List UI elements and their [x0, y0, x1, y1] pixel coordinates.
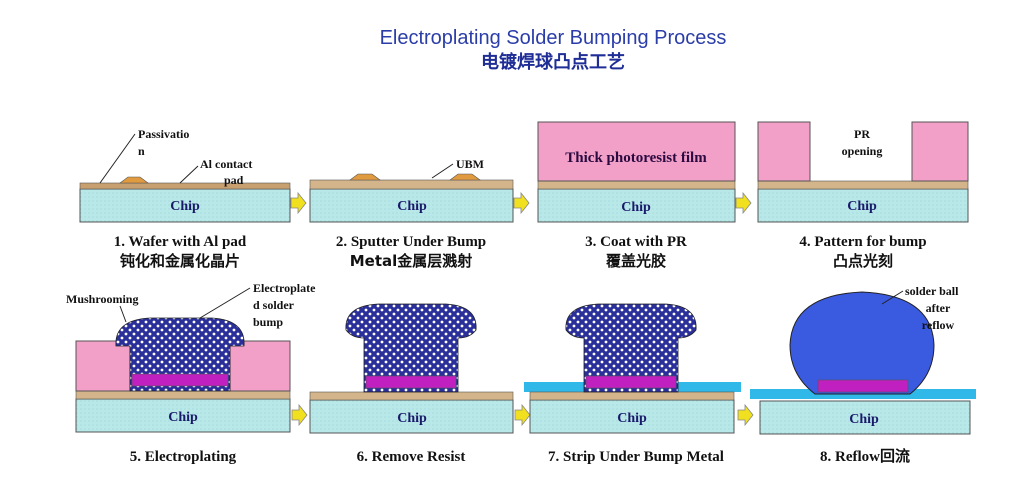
photoresist-block	[757, 121, 811, 182]
label-solder-ball: solder ball	[905, 284, 959, 298]
solder-ball	[789, 291, 935, 395]
step-6-panel: Chip 6. Remove Resist	[309, 303, 531, 465]
solder-bump	[565, 303, 697, 393]
step-caption: 6. Remove Resist	[357, 449, 466, 465]
arrow-right-icon	[290, 191, 307, 215]
step-5-panel: Chip Mushrooming Electroplate d solder b…	[66, 281, 316, 465]
arrow-right-icon	[513, 191, 530, 215]
label-electroplated-3: bump	[253, 315, 283, 329]
step-1-panel: Chip Passivatio n Al contact pad 1. Wafe…	[79, 127, 307, 270]
label-ubm: UBM	[456, 157, 484, 171]
metal-layer	[529, 391, 735, 401]
arrow-right-icon	[735, 191, 752, 215]
photoresist-block	[75, 340, 131, 392]
al-pad	[349, 173, 381, 181]
label-electroplated-2: d solder	[253, 298, 295, 312]
magenta-pad	[131, 373, 229, 387]
step-caption: 4. Pattern for bump	[799, 234, 926, 250]
metal-layer	[75, 390, 291, 400]
leader-line	[179, 165, 199, 184]
chip-block	[757, 188, 969, 223]
step-caption: 2. Sputter Under Bump	[336, 234, 486, 250]
label-electroplated: Electroplate	[253, 281, 316, 295]
label-al-contact-2: pad	[224, 173, 244, 187]
chip-label: Chip	[168, 410, 198, 425]
metal-layer	[309, 179, 514, 190]
metal-layer	[537, 180, 736, 190]
chip-block	[759, 400, 971, 435]
label-passivation-2: n	[138, 144, 145, 158]
metal-layer	[757, 180, 969, 190]
step-caption-zh: 覆盖光胶	[606, 252, 666, 270]
leader-line	[99, 133, 136, 184]
chip-block	[75, 398, 291, 433]
photoresist-block	[229, 340, 291, 392]
arrow-right-icon	[737, 403, 754, 427]
step-4-panel: PR opening Chip 4. Pattern for bump 凸点光刻	[757, 121, 969, 270]
label-al-contact: Al contact	[200, 157, 252, 171]
step-caption-zh: Metal金属层溅射	[350, 252, 473, 270]
step-caption-zh: 凸点光刻	[833, 252, 893, 270]
step-caption: 1. Wafer with Al pad	[114, 234, 247, 250]
label-pr-opening-2: opening	[842, 144, 883, 158]
chip-label: Chip	[849, 412, 879, 427]
leader-line	[881, 290, 904, 305]
leader-line	[199, 287, 251, 319]
photoresist-block	[911, 121, 969, 182]
step-8-panel: Chip solder ball after reflow 8. Reflow回…	[750, 284, 976, 465]
step-3-panel: Thick photoresist film Chip 3. Coat with…	[537, 121, 752, 270]
step-caption-zh: 钝化和金属化晶片	[120, 252, 240, 270]
step-caption: 5. Electroplating	[130, 449, 237, 465]
chip-label: Chip	[617, 411, 647, 426]
chip-label: Chip	[847, 199, 877, 214]
magenta-pad	[365, 375, 457, 389]
title-en: Electroplating Solder Bumping Process	[380, 27, 727, 49]
magenta-pad	[817, 379, 909, 393]
magenta-pad	[585, 375, 677, 389]
arrow-right-icon	[514, 403, 531, 427]
label-thick-pr: Thick photoresist film	[565, 150, 707, 166]
label-passivation: Passivatio	[138, 127, 189, 141]
step-caption: 3. Coat with PR	[585, 234, 687, 250]
al-pad	[119, 176, 149, 184]
step-2-panel: Chip UBM 2. Sputter Under Bump Metal金属层溅…	[309, 157, 530, 270]
chip-label: Chip	[621, 200, 651, 215]
step-caption: 8. Reflow回流	[820, 447, 910, 465]
label-pr-opening: PR	[854, 127, 870, 141]
electroplated-solder	[115, 317, 245, 392]
leader-line	[119, 305, 127, 323]
chip-block	[309, 188, 514, 223]
photoresist-film	[537, 121, 736, 182]
label-solder-ball-3: reflow	[922, 318, 955, 332]
chip-block	[529, 399, 735, 434]
chip-label: Chip	[397, 199, 427, 214]
arrow-right-icon	[291, 403, 308, 427]
al-pad	[449, 173, 481, 181]
step-7-panel: Chip 7. Strip Under Bump Metal	[524, 303, 754, 465]
label-mushrooming: Mushrooming	[66, 292, 138, 306]
solder-bump	[345, 303, 477, 393]
metal-layer	[309, 391, 514, 401]
chip-label: Chip	[397, 411, 427, 426]
leader-line	[431, 163, 454, 179]
title-zh: 电镀焊球凸点工艺	[481, 51, 625, 73]
metal-layer	[79, 182, 291, 190]
chip-label: Chip	[170, 199, 200, 214]
label-solder-ball-2: after	[926, 301, 951, 315]
chip-block	[79, 188, 291, 223]
chip-block	[309, 399, 514, 434]
step-caption: 7. Strip Under Bump Metal	[548, 449, 724, 465]
